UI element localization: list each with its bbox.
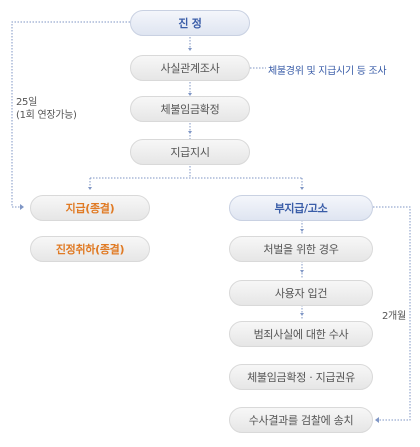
period-days-note: 25일 (16, 97, 38, 108)
fact-investigation-box: 사실관계조사 (130, 55, 250, 81)
nonpayment-complaint-box: 부지급/고소 (229, 195, 373, 221)
prosecution-referral-box: 수사결과를 검찰에 송치 (229, 407, 373, 433)
complaint-box: 진 정 (130, 10, 250, 36)
period-months-note: 2개월 (382, 311, 406, 322)
criminal-investigation-box: 범죄사실에 대한 수사 (229, 321, 373, 347)
wage-payment-advice-box: 체불임금확정 · 지급권유 (229, 364, 373, 390)
complaint-withdrawn-box: 진정취하(종결) (30, 236, 150, 262)
investigation-note: 체불경위 및 지급시기 등 조사 (268, 66, 387, 77)
wage-determination-box: 체불임금확정 (130, 96, 250, 122)
payment-closed-box: 지급(종결) (30, 195, 150, 221)
employer-booking-box: 사용자 입건 (229, 280, 373, 306)
payment-order-box: 지급지시 (130, 139, 250, 165)
punishment-case-box: 처벌을 위한 경우 (229, 236, 373, 262)
period-extension-note: (1회 연장가능) (16, 110, 77, 121)
